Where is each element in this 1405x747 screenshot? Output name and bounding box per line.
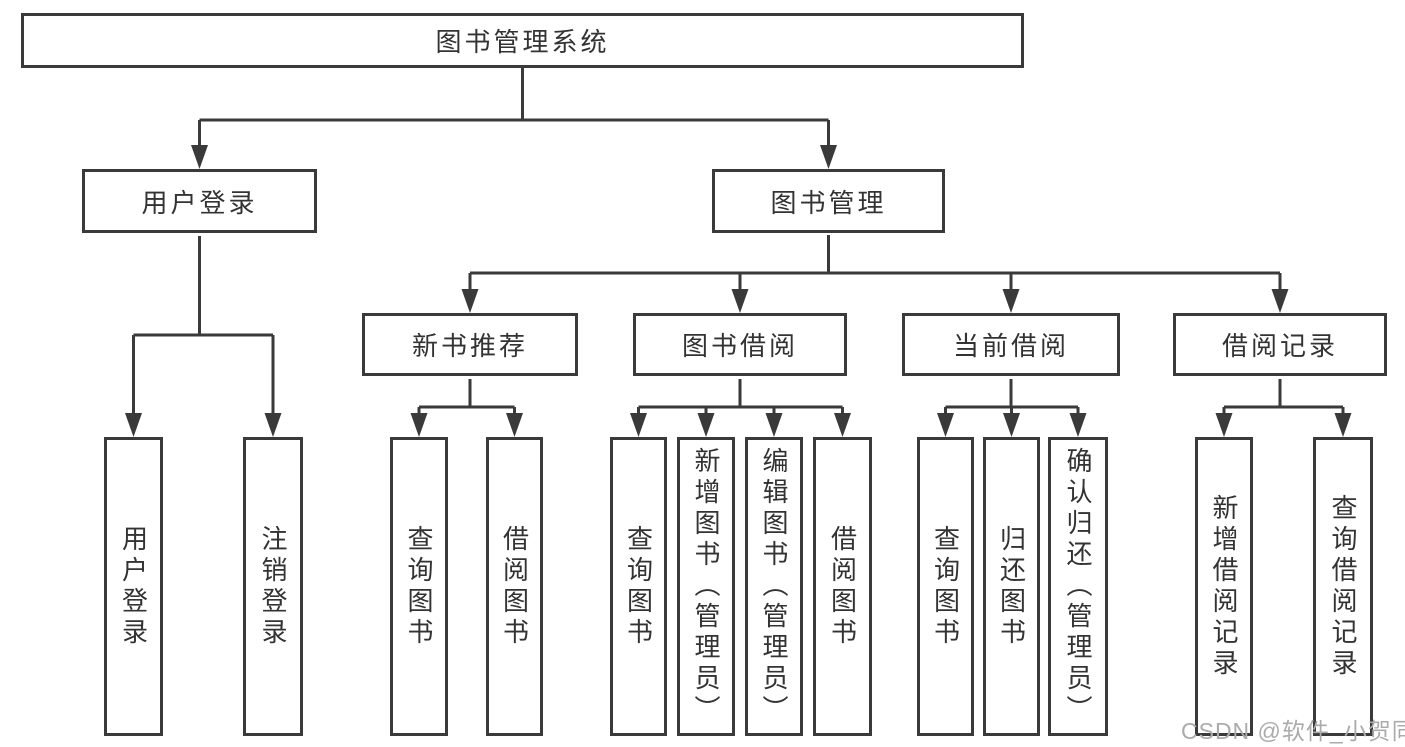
arrow-down-icon (506, 413, 523, 437)
arrow-down-icon (191, 145, 208, 169)
arrow-down-icons (125, 145, 1352, 437)
arrow-down-icon (937, 413, 954, 437)
node-root-label: 图书管理系统 (435, 27, 610, 57)
leaf-nbr-borrow-books-label: 借阅图书 (499, 524, 530, 649)
node-book-borrow-label: 图书借阅 (681, 331, 798, 361)
arrow-down-icon (697, 413, 715, 437)
leaf-bb-add-books-admin-label: 新增图书（管理员） (691, 447, 721, 726)
arrow-down-icon (125, 413, 142, 437)
arrow-down-icon (461, 289, 479, 313)
leaf-bb-add-books-admin: 新增图书（管理员） (677, 437, 735, 736)
arrow-down-icon (1215, 413, 1233, 437)
arrow-down-icon (765, 413, 783, 437)
leaf-br-add-record: 新增借阅记录 (1195, 437, 1253, 736)
leaf-cb-query-books: 查询图书 (917, 437, 974, 736)
node-book-borrow: 图书借阅 (633, 313, 847, 376)
leaf-logout: 注销登录 (243, 437, 303, 736)
node-book-management-label: 图书管理 (770, 187, 887, 218)
leaf-nbr-query-books: 查询图书 (390, 437, 448, 736)
leaf-bb-edit-books-admin-label: 编辑图书（管理员） (759, 447, 789, 726)
leaf-cb-return-books: 归还图书 (983, 437, 1040, 736)
arrow-down-icon (834, 413, 851, 437)
leaf-br-query-record: 查询借阅记录 (1313, 437, 1373, 736)
leaf-user-login: 用户登录 (104, 437, 163, 736)
leaf-cb-confirm-return-admin-label: 确认归还（管理员） (1063, 447, 1093, 726)
leaf-logout-label: 注销登录 (258, 524, 288, 649)
arrow-down-icon (1003, 413, 1020, 437)
csdn-watermark: CSDN @软件_小贺同学 (1181, 718, 1405, 744)
leaf-cb-return-books-label: 归还图书 (996, 524, 1027, 649)
leaf-bb-edit-books-admin: 编辑图书（管理员） (745, 437, 803, 736)
node-user-login: 用户登录 (82, 169, 317, 233)
tree-edges (132, 68, 1345, 418)
leaf-user-login-label: 用户登录 (118, 524, 149, 649)
leaf-cb-confirm-return-admin: 确认归还（管理员） (1048, 437, 1108, 736)
node-new-book-recommend: 新书推荐 (362, 313, 578, 376)
arrow-down-icon (410, 413, 428, 437)
arrow-down-icon (731, 289, 749, 313)
node-current-borrow-label: 当前借阅 (952, 331, 1069, 361)
leaf-bb-borrow-books-label: 借阅图书 (827, 524, 858, 649)
arrow-down-icon (820, 145, 837, 169)
node-borrow-records: 借阅记录 (1173, 313, 1387, 376)
leaf-br-query-record-label: 查询借阅记录 (1328, 493, 1358, 680)
node-borrow-records-label: 借阅记录 (1221, 331, 1338, 361)
node-root: 图书管理系统 (21, 13, 1024, 68)
arrow-down-icon (1069, 413, 1087, 437)
leaf-nbr-borrow-books: 借阅图书 (486, 437, 543, 736)
leaf-bb-query-books-label: 查询图书 (623, 524, 654, 649)
leaf-cb-query-books-label: 查询图书 (930, 524, 961, 649)
leaf-bb-borrow-books: 借阅图书 (813, 437, 872, 736)
arrow-down-icon (264, 413, 282, 437)
arrow-down-icon (1271, 289, 1289, 313)
arrow-down-icon (1334, 413, 1352, 437)
node-book-management: 图书管理 (712, 169, 945, 233)
node-new-book-recommend-label: 新书推荐 (411, 331, 528, 361)
node-user-login-label: 用户登录 (141, 187, 258, 218)
arrow-down-icon (630, 413, 647, 437)
leaf-br-add-record-label: 新增借阅记录 (1209, 493, 1239, 680)
node-current-borrow: 当前借阅 (902, 313, 1120, 376)
arrow-down-icon (1002, 289, 1020, 313)
leaf-nbr-query-books-label: 查询图书 (404, 524, 434, 649)
leaf-bb-query-books: 查询图书 (610, 437, 667, 736)
